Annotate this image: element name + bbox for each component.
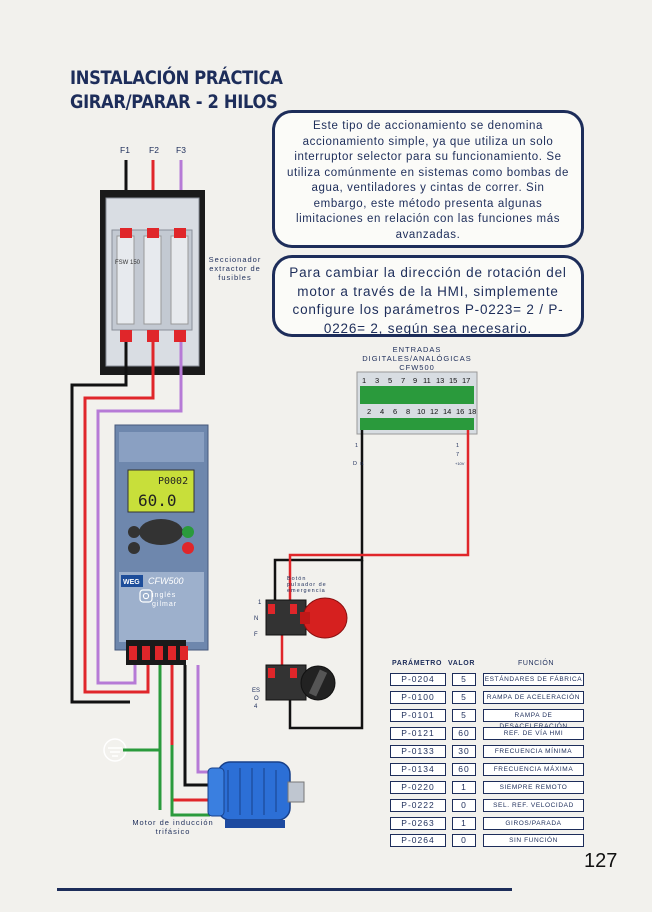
function-cell: SEL. REF. VELOCIDAD — [483, 799, 584, 812]
vfd-logo: WEG — [123, 579, 140, 586]
terminal-mark-b2: 7 — [456, 452, 459, 458]
phase-label-f2: F2 — [149, 145, 159, 155]
terminal-bottom-14: 14 — [443, 407, 451, 416]
header-parametro: PARÁMETRO — [392, 660, 442, 667]
param-cell: P-0220 — [390, 781, 446, 794]
function-cell: SIEMPRE REMOTO — [483, 781, 584, 794]
terminal-top-15: 15 — [449, 376, 457, 385]
page-title: INSTALACIÓN PRÁCTICA GIRAR/PARAR - 2 HIL… — [70, 66, 283, 114]
phase-label-f3: F3 — [176, 145, 186, 155]
param-cell: P-0121 — [390, 727, 446, 740]
terminal-top-11: 11 — [423, 376, 431, 385]
function-cell: RAMPA DE DESACELERACIÓN — [483, 709, 584, 730]
function-cell: REF. DE VÍA HMI — [483, 727, 584, 740]
vfd-brand: CFW500 — [148, 576, 184, 586]
page-number: 127 — [584, 850, 618, 872]
selector-switch — [265, 664, 336, 701]
param-cell: P-0134 — [390, 763, 446, 776]
title-line-2: GIRAR/PARAR - 2 HILOS — [70, 91, 278, 113]
header-funcion: FUNCIÓN — [518, 660, 555, 667]
breaker-label: Seccionador extractor de fusibles — [208, 255, 262, 282]
terminal-strip — [356, 371, 478, 435]
vfd-display-main: 60.0 — [138, 491, 177, 510]
terminal-bottom-10: 10 — [417, 407, 425, 416]
ground-icon — [103, 738, 127, 762]
terminal-bottom-2: 2 — [367, 407, 371, 416]
switch-mark-3: 4 — [254, 704, 258, 710]
terminal-top-3: 3 — [375, 376, 379, 385]
param-cell: P-0133 — [390, 745, 446, 758]
terminal-top-1: 1 — [362, 376, 366, 385]
terminal-bottom-4: 4 — [380, 407, 384, 416]
vfd-display-top: P0002 — [158, 476, 188, 487]
terminal-mark-b1: 1 — [456, 443, 459, 449]
info-box-wiring-description: Este tipo de accionamiento se denomina a… — [272, 110, 584, 248]
terminal-bottom-12: 12 — [430, 407, 438, 416]
info-box-rotation-direction: Para cambiar la dirección de rotación de… — [272, 255, 584, 337]
terminal-bottom-8: 8 — [406, 407, 410, 416]
value-cell: 5 — [452, 709, 476, 722]
breaker-model: FSW 150 — [115, 260, 141, 266]
title-line-1: INSTALACIÓN PRÁCTICA — [70, 67, 283, 89]
param-cell: P-0204 — [390, 673, 446, 686]
button-mark-3: F — [254, 632, 258, 638]
function-cell: GIROS/PARADA — [483, 817, 584, 830]
instagram-handle: inglés gilmar — [152, 592, 178, 608]
value-cell: 5 — [452, 673, 476, 686]
instagram-icon — [139, 589, 153, 603]
param-cell: P-0100 — [390, 691, 446, 704]
value-cell: 60 — [452, 763, 476, 776]
function-cell: FRECUENCIA MÍNIMA — [483, 745, 584, 758]
value-cell: 1 — [452, 817, 476, 830]
function-cell: FRECUENCIA MÁXIMA — [483, 763, 584, 776]
footer-line — [57, 888, 512, 891]
terminal-bottom-6: 6 — [393, 407, 397, 416]
terminal-top-9: 9 — [413, 376, 417, 385]
emergency-button-label: Botón pulsador de emergencia — [287, 576, 327, 594]
function-cell: RAMPA DE ACELERACIÓN — [483, 691, 584, 704]
function-cell: SIN FUNCIÓN — [483, 834, 584, 847]
button-mark-1: 1 — [258, 600, 262, 606]
motor-label: Motor de inducción trifásico — [132, 818, 214, 836]
terminal-bottom-18: 18 — [468, 407, 476, 416]
terminal-top-5: 5 — [388, 376, 392, 385]
emergency-button — [265, 597, 348, 639]
terminal-top-7: 7 — [401, 376, 405, 385]
value-cell: 0 — [452, 834, 476, 847]
value-cell: 0 — [452, 799, 476, 812]
induction-motor — [207, 761, 305, 828]
inputs-label: ENTRADAS DIGITALES/ANALÓGICAS CFW500 — [362, 345, 472, 372]
terminal-mark-a3: I1 — [360, 461, 364, 466]
switch-mark-1: ES — [252, 688, 260, 694]
function-cell: ESTÁNDARES DE FÁBRICA — [483, 673, 584, 686]
terminal-bottom-16: 16 — [456, 407, 464, 416]
terminal-mark-a2: D — [353, 461, 357, 467]
param-cell: P-0101 — [390, 709, 446, 722]
value-cell: 5 — [452, 691, 476, 704]
value-cell: 30 — [452, 745, 476, 758]
terminal-mark-b3: +10V — [455, 461, 465, 466]
terminal-top-17: 17 — [462, 376, 470, 385]
param-cell: P-0222 — [390, 799, 446, 812]
button-mark-2: N — [254, 616, 258, 622]
value-cell: 60 — [452, 727, 476, 740]
param-cell: P-0263 — [390, 817, 446, 830]
fuse-disconnector: FSW 150 — [100, 190, 205, 375]
terminal-mark-a1: 1 — [355, 443, 358, 449]
value-cell: 1 — [452, 781, 476, 794]
header-valor: VALOR — [448, 660, 475, 667]
terminal-top-13: 13 — [436, 376, 444, 385]
param-cell: P-0264 — [390, 834, 446, 847]
phase-label-f1: F1 — [120, 145, 130, 155]
vfd-cfw500: P0002 60.0 WEG CFW500 — [114, 424, 209, 665]
switch-mark-2: O — [254, 696, 259, 702]
